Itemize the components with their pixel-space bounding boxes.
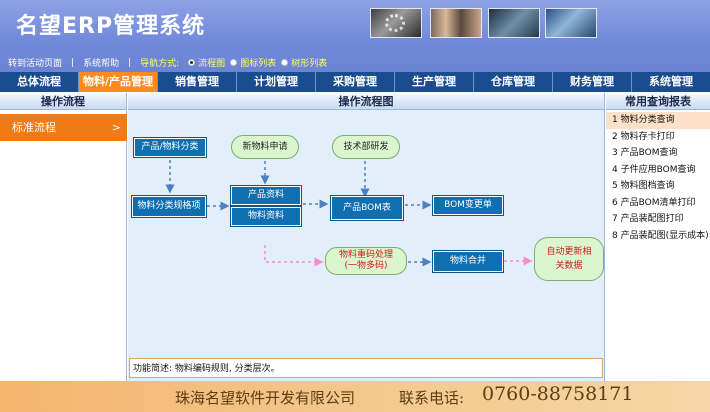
node-category-spec[interactable]: 物料分类规格项	[132, 196, 206, 217]
nav-radio-icon-list-label[interactable]: 图标列表	[240, 59, 277, 69]
report-index: 6	[612, 197, 618, 208]
menu-warehouse[interactable]: 仓库管理	[474, 72, 553, 92]
chevron-right-icon: >	[111, 121, 121, 134]
center-panel: 操作流程图	[128, 93, 605, 381]
node-material-merge[interactable]: 物料合并	[433, 251, 503, 272]
menu-finance[interactable]: 财务管理	[553, 72, 632, 92]
report-item[interactable]: 4 子件应用BOM查询	[606, 162, 710, 179]
right-panel: 常用查询报表 1 物料分类查询 2 物料存卡打印 3 产品BOM查询 4 子件应…	[606, 93, 710, 381]
report-item[interactable]: 5 物料图档查询	[606, 178, 710, 195]
toolbar-separator: |	[71, 57, 75, 68]
report-index: 2	[612, 131, 618, 142]
app-title: 名望ERP管理系统	[16, 14, 206, 39]
node-product-material-category[interactable]: 产品/物料分类	[134, 138, 206, 157]
menu-purchasing[interactable]: 采购管理	[316, 72, 395, 92]
right-panel-title: 常用查询报表	[606, 93, 710, 110]
center-panel-title: 操作流程图	[128, 93, 604, 110]
node-product-info[interactable]: 产品资料	[231, 186, 301, 205]
left-item-label: 标准流程	[12, 121, 56, 134]
banner-globe-image	[545, 8, 597, 38]
banner-computer-image	[488, 8, 540, 38]
toolbar-separator: |	[128, 57, 132, 68]
system-help-link[interactable]: 系统帮助	[83, 59, 120, 69]
report-item[interactable]: 2 物料存卡打印	[606, 129, 710, 146]
report-label: 物料图档查询	[620, 181, 675, 191]
report-index: 1	[612, 115, 618, 125]
node-bom-change[interactable]: BOM变更单	[433, 196, 503, 215]
node-tech-dev[interactable]: 技术部研发	[332, 135, 400, 159]
footer-phone-label: 联系电话:	[399, 389, 465, 407]
nav-radio-flowchart-label[interactable]: 流程图	[198, 59, 226, 69]
goto-active-page-link[interactable]: 转到活动页面	[8, 59, 63, 69]
menu-production[interactable]: 生产管理	[395, 72, 474, 92]
report-item[interactable]: 3 产品BOM查询	[606, 145, 710, 162]
report-label: 物料分类查询	[620, 115, 675, 125]
app-header: 名望ERP管理系统 转到活动页面 | 系统帮助 | 导航方式: 流程图 图标列表…	[0, 0, 710, 72]
menu-system[interactable]: 系统管理	[649, 75, 693, 88]
node-duplicate-handling-line1: 物料重码处理	[338, 250, 393, 260]
report-label: 产品装配图(显示成本)	[620, 230, 709, 241]
report-item[interactable]: 8 产品装配图(显示成本)	[606, 228, 710, 245]
menu-planning[interactable]: 计划管理	[237, 72, 316, 92]
report-list: 1 物料分类查询 2 物料存卡打印 3 产品BOM查询 4 子件应用BOM查询 …	[606, 110, 710, 244]
gear-icon	[385, 14, 405, 32]
footer-phone-number: 0760-88758171	[482, 383, 634, 405]
report-item[interactable]: 7 产品装配图打印	[606, 211, 710, 228]
banner-gears-image	[370, 8, 422, 38]
arrow-material-info-to-duplicate	[264, 245, 324, 267]
node-auto-update-line2: 关数据	[555, 261, 583, 271]
node-duplicate-handling[interactable]: 物料重码处理 (一物多码)	[325, 247, 407, 275]
toolbar: 转到活动页面 | 系统帮助 | 导航方式: 流程图 图标列表 树形列表	[8, 56, 328, 70]
node-auto-update-line1: 自动更新相	[546, 247, 592, 257]
menu-sales[interactable]: 销售管理	[158, 72, 237, 92]
left-panel: 操作流程 标准流程 >	[0, 93, 127, 381]
node-product-bom[interactable]: 产品BOM表	[331, 196, 403, 220]
report-item[interactable]: 1 物料分类查询	[606, 112, 710, 129]
menu-overall-flow[interactable]: 总体流程	[0, 72, 79, 92]
nav-radio-icon-list[interactable]	[230, 59, 238, 66]
footer-company-name: 珠海名望软件开发有限公司	[175, 389, 356, 407]
report-item[interactable]: 6 产品BOM清单打印	[606, 195, 710, 212]
report-label: 产品BOM清单打印	[620, 197, 696, 208]
report-index: 3	[612, 148, 618, 158]
nav-radio-flowchart[interactable]	[188, 59, 196, 66]
flowchart: 产品/物料分类 新物料申请 技术部研发 物料分类规格项 产品资料 物料资料 产品…	[128, 110, 605, 358]
report-index: 7	[612, 214, 618, 224]
function-description: 功能简述: 物料编码规则, 分类层次。	[129, 358, 603, 378]
flowchart-connectors	[165, 160, 533, 267]
main-menu-bar: 总体流程 物料/产品管理 销售管理 计划管理 采购管理 生产管理 仓库管理 财务…	[0, 72, 710, 92]
report-label: 产品BOM查询	[620, 148, 678, 158]
banner-operators-image	[430, 8, 482, 38]
left-item-standard-flow[interactable]: 标准流程 >	[0, 114, 127, 141]
menu-material-product[interactable]: 物料/产品管理	[79, 72, 158, 92]
node-auto-update[interactable]: 自动更新相 关数据	[534, 237, 604, 281]
left-panel-title: 操作流程	[0, 93, 126, 110]
report-index: 4	[612, 164, 618, 175]
report-index: 5	[612, 181, 618, 191]
footer-bar: 珠海名望软件开发有限公司 联系电话: 0760-88758171	[0, 381, 710, 412]
report-index: 8	[612, 230, 618, 241]
node-new-material-request[interactable]: 新物料申请	[231, 135, 299, 159]
report-label: 产品装配图打印	[620, 214, 684, 224]
nav-radio-tree-list[interactable]	[281, 59, 289, 66]
node-material-info[interactable]: 物料资料	[231, 207, 301, 226]
nav-mode-label: 导航方式:	[140, 59, 180, 69]
left-panel-body	[0, 141, 126, 381]
node-duplicate-handling-line2: (一物多码)	[344, 261, 388, 271]
report-label: 子件应用BOM查询	[620, 164, 696, 175]
report-label: 物料存卡打印	[620, 131, 675, 142]
nav-radio-tree-list-label[interactable]: 树形列表	[291, 59, 328, 69]
